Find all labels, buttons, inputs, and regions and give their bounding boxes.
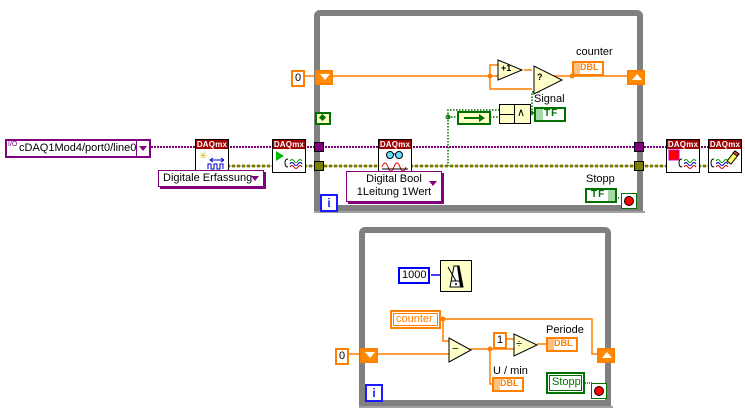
increment-label: +1 xyxy=(501,63,512,73)
divide-constant[interactable]: 1 xyxy=(493,332,508,349)
bottom-stop-terminal[interactable] xyxy=(591,383,607,399)
top-shift-register-init-constant[interactable]: 0 xyxy=(291,70,306,87)
create-channel-icon: ✳ xyxy=(199,151,225,170)
io-icon: I/O xyxy=(8,141,18,148)
and-node[interactable]: ∧ xyxy=(499,104,531,124)
top-left-shift-register[interactable] xyxy=(315,70,333,85)
divide-symbol: ÷ xyxy=(516,338,523,350)
wait-ms-constant[interactable]: 1000 xyxy=(398,267,431,284)
read-ring[interactable]: Digital Bool 1Leitung 1Wert xyxy=(346,171,442,202)
periode-label: Periode xyxy=(546,324,584,336)
channel-text: cDAQ1Mod4/port0/line0 xyxy=(19,142,137,154)
bottom-shift-register-init-constant[interactable]: 0 xyxy=(335,348,350,365)
bottom-left-shift-register[interactable] xyxy=(360,348,378,363)
top-right-shift-register[interactable] xyxy=(627,70,645,85)
wait-until-next-ms-multiple-vi[interactable] xyxy=(440,260,472,292)
channel-dropdown-button[interactable] xyxy=(136,141,149,156)
daqmx-read-vi[interactable]: DAQmx xyxy=(378,139,412,173)
divide-node xyxy=(513,333,539,357)
periode-indicator[interactable]: DBL xyxy=(546,337,578,352)
counter-local-variable[interactable]: counter xyxy=(390,310,441,329)
error-tunnel-icon xyxy=(315,112,331,125)
stopp-label: Stopp xyxy=(586,173,615,185)
counter-indicator[interactable]: DBL xyxy=(572,61,604,76)
subtract-symbol: − xyxy=(452,343,459,355)
daqmx-clear-task-vi[interactable]: DAQmx xyxy=(708,139,742,173)
select-label: ? xyxy=(537,72,543,82)
counter-label: counter xyxy=(576,46,613,58)
bool-wire xyxy=(447,91,540,150)
stop-task-icon xyxy=(668,149,697,169)
top-iteration-terminal: i xyxy=(320,194,338,212)
subtract-node xyxy=(448,337,473,363)
signal-indicator[interactable]: TF xyxy=(534,107,566,122)
top-stop-terminal[interactable] xyxy=(621,193,637,209)
daqmx-stop-task-vi[interactable]: DAQmx xyxy=(666,139,700,173)
error-tunnel-right xyxy=(634,161,644,171)
read-glasses-icon xyxy=(381,151,408,172)
start-task-icon xyxy=(276,151,303,169)
bottom-iteration-terminal: i xyxy=(365,384,383,402)
and-symbol: ∧ xyxy=(517,107,526,119)
error-tunnel-left xyxy=(314,161,324,171)
daqmx-create-channel-vi[interactable]: DAQmx ✳ xyxy=(195,139,229,173)
task-tunnel-right xyxy=(634,142,644,152)
task-tunnel-left xyxy=(314,142,324,152)
daqmx-start-task-vi[interactable]: DAQmx xyxy=(272,139,306,173)
top-while-loop[interactable] xyxy=(314,10,643,211)
metronome-icon xyxy=(447,265,464,288)
feedback-node[interactable] xyxy=(457,111,491,125)
signal-label: Signal xyxy=(534,93,565,105)
bottom-while-loop[interactable] xyxy=(359,227,611,406)
rpm-label: U / min xyxy=(493,365,528,377)
clear-task-eraser-icon xyxy=(710,150,740,169)
channel-constant[interactable]: I/O cDAQ1Mod4/port0/line0 xyxy=(5,139,151,158)
stopp-control[interactable]: TF xyxy=(585,188,617,203)
svg-text:✳: ✳ xyxy=(199,151,207,162)
create-channel-ring[interactable]: Digitale Erfassung xyxy=(158,170,264,187)
select-node xyxy=(533,65,564,95)
stopp-local-variable[interactable]: Stopp xyxy=(546,372,585,394)
increment-node xyxy=(497,59,524,81)
bottom-right-shift-register[interactable] xyxy=(597,348,615,363)
rpm-indicator[interactable]: DBL xyxy=(492,377,524,392)
